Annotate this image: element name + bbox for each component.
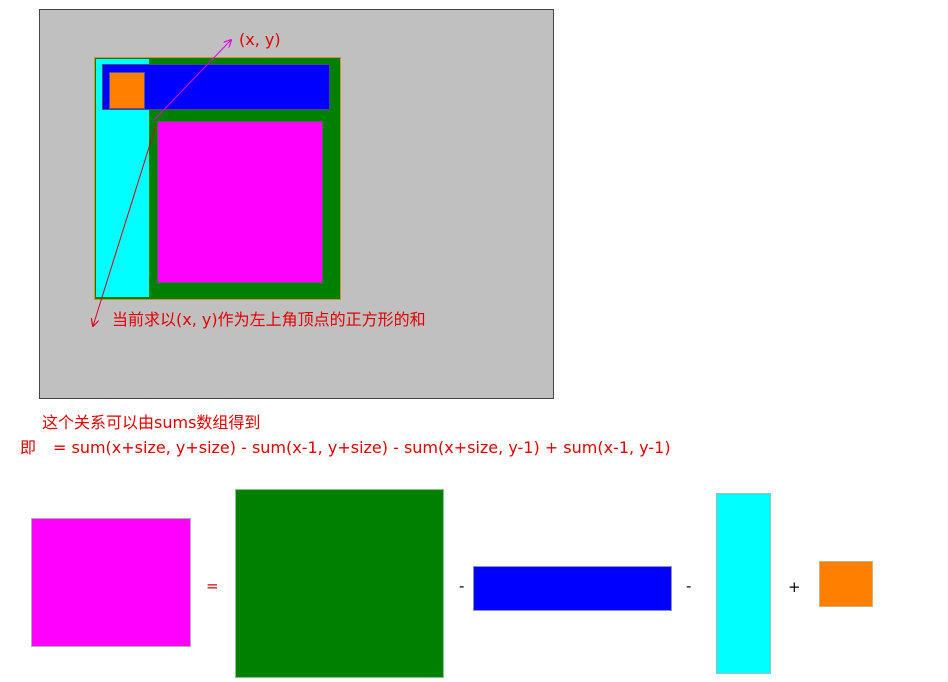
magenta-target-square xyxy=(157,121,323,283)
eq-op-minus-2: - xyxy=(686,577,692,595)
annotation-text: 当前求以(x, y)作为左上角顶点的正方形的和 xyxy=(112,310,426,329)
orange-corner-square xyxy=(109,72,145,109)
relation-text: 这个关系可以由sums数组得到 xyxy=(42,413,261,432)
eq-cyan-bar xyxy=(716,493,771,674)
eq-green-square xyxy=(235,489,444,678)
formula-expression: = sum(x+size, y+size) - sum(x-1, y+size)… xyxy=(53,438,671,457)
eq-blue-bar xyxy=(473,566,672,611)
formula-prefix: 即 xyxy=(20,438,37,457)
eq-magenta-square xyxy=(31,518,191,647)
eq-op-minus-1: - xyxy=(459,577,465,595)
eq-op-plus: + xyxy=(788,578,801,596)
eq-op-equals: = xyxy=(206,577,219,595)
eq-orange-square xyxy=(819,561,873,607)
point-label: (x, y) xyxy=(239,30,281,49)
